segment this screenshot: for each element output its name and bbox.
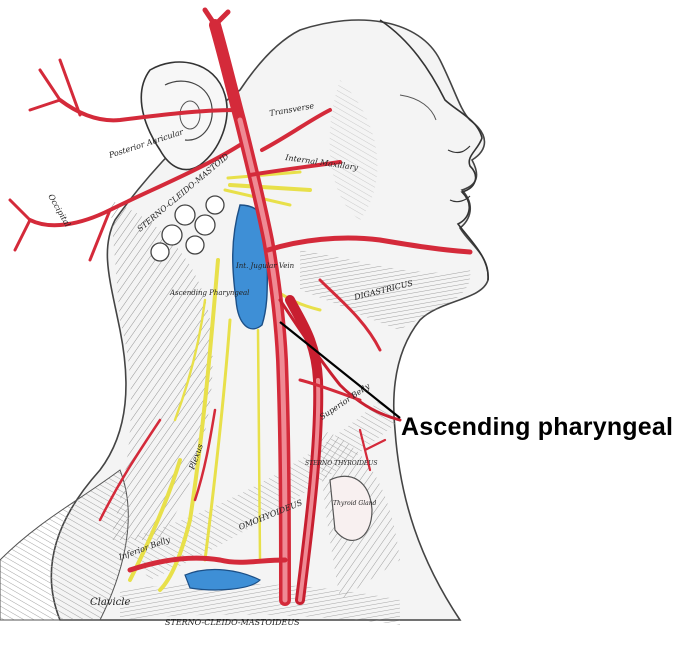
callout-leader-line [279, 321, 401, 419]
label-thyroid-gland: Thyroid Gland [333, 500, 377, 507]
label-clavicle: Clavicle [90, 597, 130, 608]
thyroid-gland [329, 475, 373, 541]
label-int-jugular-vein: Int. Jugular Vein [235, 262, 295, 270]
label-sterno-thyroid: STERNO THYROIDEUS [305, 460, 377, 467]
label-sterno-cleido-mastoid-lower: STERNO-CLEIDO-MASTOIDEUS [165, 618, 300, 627]
parotid-nodules [150, 195, 225, 262]
arteries [8, 7, 473, 606]
label-ascending-pharyngeal-small: Ascending Pharyngeal [169, 289, 249, 297]
internal-jugular-vein [184, 204, 269, 591]
callout-ascending-pharyngeal-label: Ascending pharyngeal [401, 413, 674, 441]
ear [140, 61, 228, 171]
